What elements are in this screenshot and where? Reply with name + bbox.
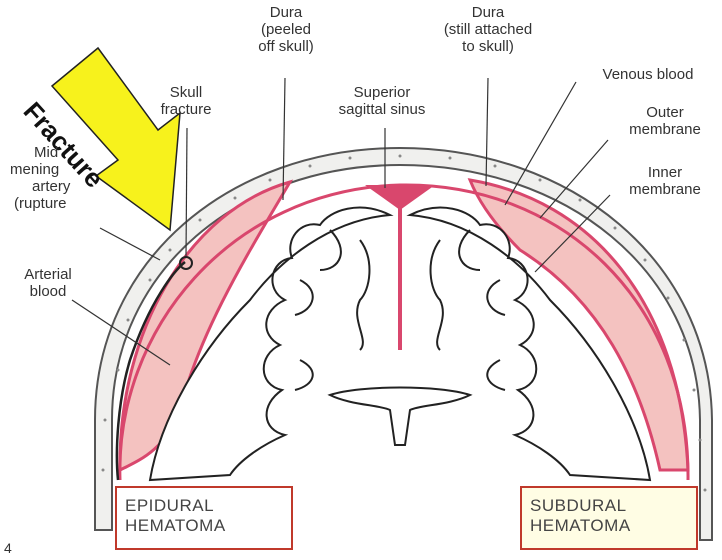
label-superior-sagittal-sinus: Superior sagittal sinus <box>312 84 452 118</box>
label-dura-peeled: Dura (peeled off skull) <box>240 4 332 55</box>
label-skull-fracture: Skull fracture <box>148 84 224 118</box>
label-inner-membrane: Inner membrane <box>612 164 718 198</box>
epidural-hematoma-label: EPIDURAL HEMATOMA <box>115 486 293 550</box>
label-middle-meningeal-artery: Mid mening artery (rupture <box>10 144 102 212</box>
label-venous-blood: Venous blood <box>578 66 718 83</box>
right-sulci <box>431 230 505 390</box>
label-arterial-blood: Arterial blood <box>10 266 86 300</box>
falx <box>398 205 402 350</box>
label-outer-membrane: Outer membrane <box>612 104 718 138</box>
panel-number: 4 <box>4 540 12 556</box>
label-dura-attached: Dura (still attached to skull) <box>420 4 556 55</box>
subdural-hematoma-label: SUBDURAL HEMATOMA <box>520 486 698 550</box>
ventricle <box>330 388 470 446</box>
left-sulci <box>295 230 369 390</box>
